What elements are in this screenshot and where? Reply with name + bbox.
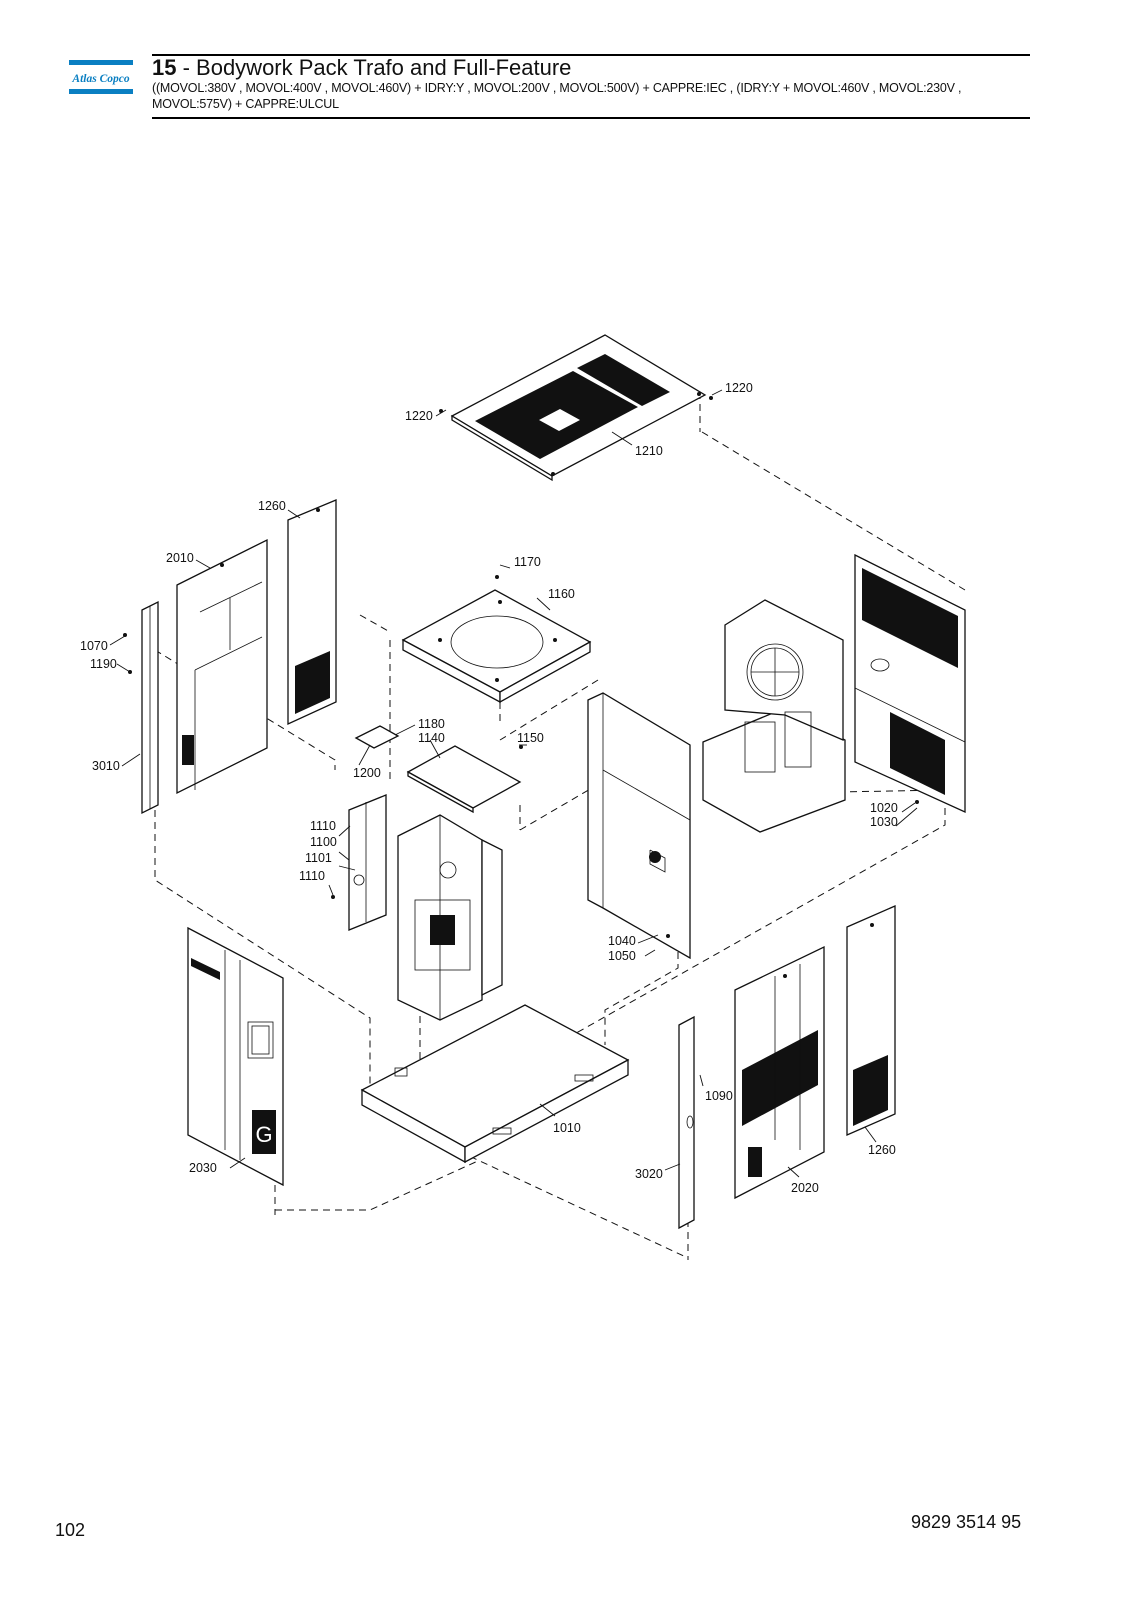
part-1180-small-plate <box>354 725 400 749</box>
callout-1160: 1160 <box>548 587 575 601</box>
header-rule-top <box>152 54 1030 56</box>
callout-2020: 2020 <box>791 1181 819 1195</box>
callout-1200: 1200 <box>353 766 381 780</box>
part-2030-front-door: G <box>187 926 284 1187</box>
callout-2030: 2030 <box>189 1161 217 1175</box>
part-3010-corner-post <box>141 600 159 815</box>
part-1010-base-frame <box>360 1004 630 1164</box>
callout-1010: 1010 <box>553 1121 581 1135</box>
callout-leader-lines <box>109 389 918 1178</box>
callout-1180: 1180 <box>418 717 445 731</box>
fasteners <box>123 396 919 938</box>
part-right-side-panel <box>854 553 966 814</box>
part-dryer-unit <box>702 599 846 833</box>
part-1100-bracket <box>348 794 387 931</box>
callout-1070: 1070 <box>80 639 108 653</box>
callout-1050: 1050 <box>608 949 636 963</box>
part-1210-roof-panel <box>450 334 707 482</box>
svg-text:Atlas Copco: Atlas Copco <box>71 73 129 85</box>
callout-1150: 1150 <box>517 731 544 745</box>
part-1260-side-panel-left <box>287 499 337 726</box>
document-number: 9829 3514 95 <box>911 1512 1022 1532</box>
callout-labels: 1220 1220 1210 1260 2010 1070 1190 3010 … <box>80 381 898 1195</box>
callout-1020: 1020 <box>870 801 898 815</box>
callout-1101: 1101 <box>305 851 332 865</box>
section-title: 15 - Bodywork Pack Trafo and Full-Featur… <box>152 55 571 81</box>
callout-1170: 1170 <box>514 555 541 569</box>
callout-1090: 1090 <box>705 1089 733 1103</box>
part-1160-top-frame <box>401 589 592 704</box>
callout-3020: 3020 <box>635 1167 663 1181</box>
callout-1220-left: 1220 <box>405 409 433 423</box>
callout-1110-upper: 1110 <box>310 819 336 833</box>
section-title-text: - Bodywork Pack Trafo and Full-Feature <box>176 55 572 80</box>
part-electrical-cubicle <box>397 814 503 1021</box>
part-1040-center-panel <box>587 692 691 960</box>
callout-1040: 1040 <box>608 934 636 948</box>
part-1260-side-panel-right <box>846 905 896 1136</box>
callout-2010: 2010 <box>166 551 194 565</box>
part-2010-panel <box>176 538 268 795</box>
section-variant-conditions: ((MOVOL:380V , MOVOL:400V , MOVOL:460V) … <box>152 81 962 111</box>
section-number: 15 <box>152 55 177 80</box>
part-2020-rear-panel <box>734 945 825 1200</box>
callout-1210: 1210 <box>635 444 663 458</box>
callout-1140: 1140 <box>418 731 445 745</box>
callout-1260-top: 1260 <box>258 499 286 513</box>
part-1140-cover-plate <box>406 745 522 814</box>
callout-1030: 1030 <box>870 815 898 829</box>
callout-1260-bottom: 1260 <box>868 1143 896 1157</box>
header-rule-bottom <box>152 117 1030 119</box>
callout-1100: 1100 <box>310 835 337 849</box>
product-badge-glyph: G <box>255 1122 272 1147</box>
page-number: 102 <box>55 1520 86 1540</box>
callout-1190: 1190 <box>90 657 117 671</box>
part-3020-corner-post <box>678 1015 695 1230</box>
callout-3010: 3010 <box>92 759 120 773</box>
callout-1110-lower: 1110 <box>299 869 325 883</box>
atlas-copco-logo: Atlas Copco <box>69 60 133 94</box>
callout-1220-right: 1220 <box>725 381 753 395</box>
